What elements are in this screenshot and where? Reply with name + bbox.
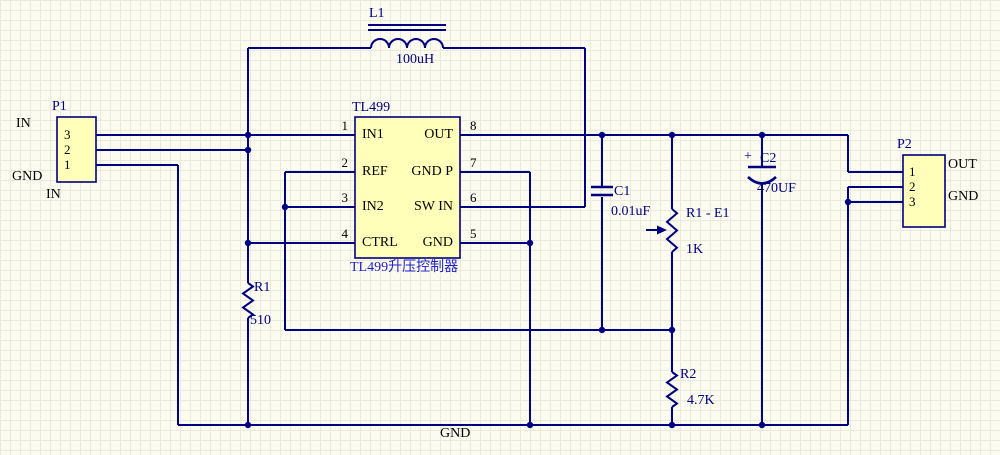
u1-pin-name: GND P	[411, 164, 453, 179]
p2-pin-number: 2	[909, 179, 916, 194]
u1-pin-name: IN1	[362, 127, 384, 142]
inductor-coil[interactable]	[370, 38, 444, 49]
capacitor-c2-curved-plate[interactable]	[747, 176, 777, 185]
u1-pin-name: SW IN	[413, 199, 453, 214]
connector-p2-body[interactable]	[902, 154, 946, 228]
ic-tl499-body[interactable]	[354, 116, 461, 259]
p1-label-in-top: IN	[16, 116, 31, 131]
p1-pin-number: 2	[64, 142, 71, 157]
u1-pin-number: 1	[341, 118, 349, 133]
connector-p1-body[interactable]	[56, 116, 97, 183]
junction-dot	[281, 203, 289, 211]
p2-designator: P2	[897, 137, 912, 152]
trimmer-r1e1-body[interactable]	[665, 208, 679, 253]
p1-label-gnd: GND	[12, 169, 43, 184]
p1-pin-number: 1	[64, 157, 71, 172]
u1-pin-number: 4	[341, 226, 349, 241]
u1-pin-number: 3	[341, 190, 349, 205]
u1-pin-number: 6	[470, 190, 477, 205]
u1-pin-number: 7	[470, 155, 477, 170]
junction-dot	[668, 421, 676, 429]
r2-value: 4.7K	[687, 393, 715, 408]
l1-designator: L1	[369, 6, 385, 21]
c1-designator: C1	[614, 184, 631, 199]
u1-pin-name: GND	[422, 235, 453, 250]
u1-caption: TL499升压控制器	[350, 260, 459, 275]
u1-pin-name: OUT	[424, 127, 453, 142]
junction-dot	[668, 326, 676, 334]
c2-polarity-plus: +	[744, 149, 752, 164]
resistor-r2-body[interactable]	[665, 371, 679, 408]
pot-designator: R1 - E1	[686, 206, 730, 221]
p2-pin-number: 1	[909, 164, 916, 179]
c2-designator: C2	[760, 151, 777, 166]
junction-dot	[244, 421, 252, 429]
gnd-net-label: GND	[440, 426, 471, 441]
pot-value: 1K	[686, 242, 704, 257]
l1-value: 100uH	[396, 52, 435, 67]
r1-value: 510	[250, 313, 271, 328]
u1-designator: TL499	[352, 100, 391, 115]
p2-pin-number: 3	[909, 194, 916, 209]
p1-designator: P1	[52, 99, 67, 114]
junction-dot	[244, 239, 252, 247]
junction-dot	[598, 326, 606, 334]
junction-dot	[526, 239, 534, 247]
resistor-r1-body[interactable]	[241, 282, 255, 319]
junction-dot	[244, 146, 252, 154]
junction-dot	[844, 198, 852, 206]
u1-pin-number: 8	[470, 118, 477, 133]
c2-value: 470UF	[757, 181, 796, 196]
junction-dot	[244, 131, 252, 139]
u1-pin-number: 5	[470, 226, 477, 241]
junction-dot	[668, 131, 676, 139]
p1-label-in-bottom: IN	[46, 187, 61, 202]
u1-pin-name: IN2	[362, 199, 384, 214]
p1-pin-number: 3	[64, 127, 71, 142]
u1-pin-name: REF	[362, 164, 388, 179]
junction-dot	[526, 421, 534, 429]
p2-label-gnd: GND	[948, 189, 979, 204]
u1-pin-name: CTRL	[362, 235, 398, 250]
trimmer-wiper-arrowhead	[657, 225, 667, 235]
u1-pin-number: 2	[341, 155, 349, 170]
c1-value: 0.01uF	[611, 204, 651, 219]
junction-dot	[758, 131, 766, 139]
p2-label-out: OUT	[948, 157, 977, 172]
junction-dot	[758, 421, 766, 429]
junction-dot	[598, 131, 606, 139]
r2-designator: R2	[680, 367, 697, 382]
r1-designator: R1	[254, 280, 271, 295]
